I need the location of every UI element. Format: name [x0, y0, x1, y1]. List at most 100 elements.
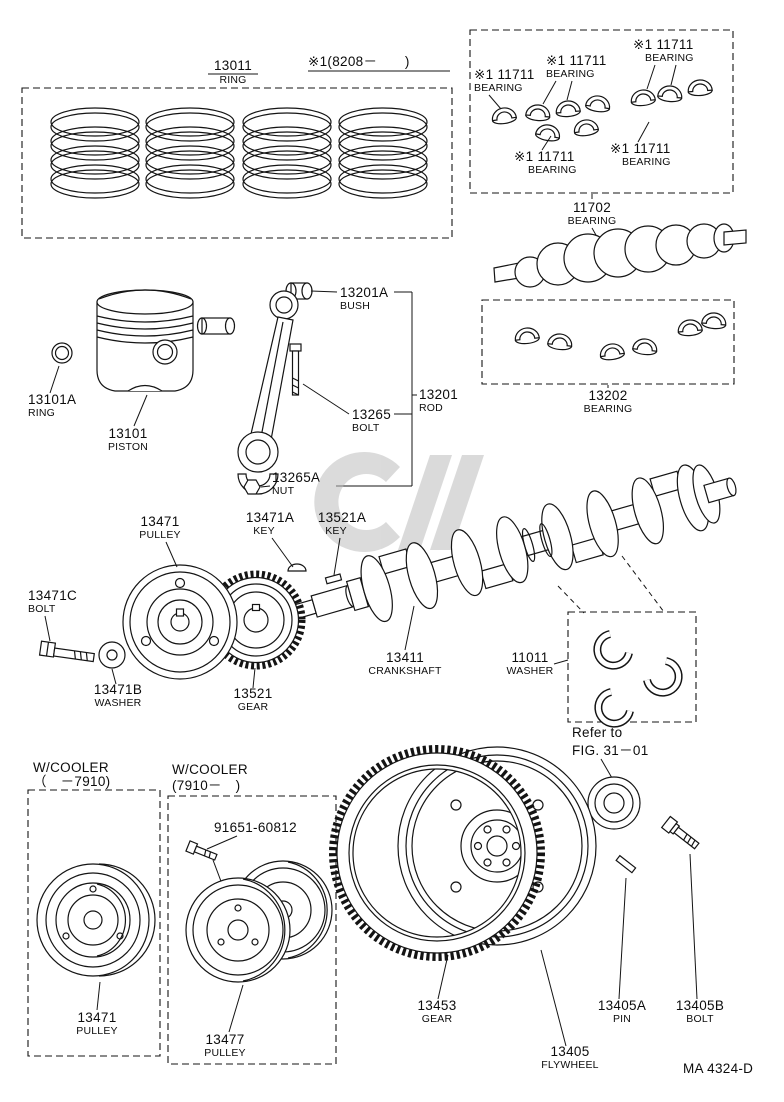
piston-drawing: [96, 289, 236, 392]
label-13453: 13453 GEAR: [417, 954, 456, 1025]
part-name-13405a: PIN: [613, 1013, 631, 1025]
label-13201: 13201 ROD: [336, 291, 458, 487]
oil-seal-drawing: [587, 776, 641, 830]
thrust-washer-box: [557, 555, 697, 728]
watermark-logo: [314, 451, 484, 552]
label-13201a: 13201A BUSH: [310, 285, 388, 312]
part-number-13011: 13011: [214, 58, 252, 73]
label-11702: 11702 BEARING: [568, 194, 616, 245]
part-number-13405: 13405: [550, 1044, 589, 1059]
label-13471-cooler: 13471 PULLEY: [76, 981, 118, 1037]
cooler-bolt-drawing: [185, 840, 218, 861]
label-13101a: 13101A RING: [28, 365, 76, 419]
part-number-13265a: 13265A: [272, 470, 320, 485]
label-13411: 13411 CRANKSHAFT: [368, 605, 442, 677]
part-name-13201a: BUSH: [340, 300, 370, 312]
part-name-13405: FLYWHEEL: [541, 1059, 598, 1071]
part-name-13101: PISTON: [108, 441, 148, 453]
label-13101: 13101 PISTON: [108, 394, 148, 453]
part-number-13471-top: 13471: [140, 514, 179, 529]
part-number-11702: 11702: [573, 200, 611, 215]
label-13202: 13202 BEARING: [584, 385, 633, 415]
part-name-11711-1: BEARING: [474, 82, 523, 94]
part-number-13101a: 13101A: [28, 392, 76, 407]
part-number-13471b: 13471B: [94, 682, 142, 697]
part-number-13202: 13202: [588, 388, 627, 403]
part-number-13477: 13477: [205, 1032, 244, 1047]
part-name-13521a: KEY: [325, 525, 347, 537]
part-name-13265a: NUT: [272, 485, 295, 497]
label-13265: 13265 BOLT: [302, 383, 391, 434]
wcooler-late-box: [167, 795, 337, 1065]
label-91651: 91651-60812: [206, 820, 297, 850]
label-13471a: 13471A KEY: [246, 510, 294, 568]
part-name-13011: RING: [219, 74, 246, 86]
part-name-11711-3: BEARING: [645, 52, 694, 64]
label-13011: 13011 RING: [208, 58, 258, 86]
wcooler-late-line2: (7910－ ): [172, 778, 240, 793]
part-number-13411: 13411: [386, 650, 424, 665]
refer-note-line1: Refer to: [572, 725, 622, 740]
label-13405b: 13405B BOLT: [676, 853, 724, 1025]
straight-key-drawing: [324, 573, 343, 585]
part-name-13405b: BOLT: [686, 1013, 714, 1025]
ring-gear-drawing: [329, 745, 545, 961]
bearing-box-11711: [469, 29, 734, 194]
wcooler-late-pulleys-drawing: [185, 860, 333, 983]
pulley-bolt-drawing: [38, 640, 95, 663]
part-name-13411: CRANKSHAFT: [368, 665, 442, 677]
part-number-13521: 13521: [233, 686, 272, 701]
part-name-13453: GEAR: [422, 1013, 453, 1025]
pulley-washer-drawing: [98, 641, 126, 669]
part-number-13471a: 13471A: [246, 510, 294, 525]
part-number-11711-3: ※1 11711: [633, 37, 694, 52]
crankshaft-assembly-drawing: [493, 223, 747, 288]
part-name-11711-5: BEARING: [622, 156, 671, 168]
wcooler-early-header: W/COOLER （ －7910): [33, 760, 110, 789]
part-number-11011: 11011: [511, 650, 548, 665]
part-name-13471-top: PULLEY: [139, 529, 180, 541]
refer-note-line2: FIG. 31－01: [572, 743, 649, 758]
wcooler-early-line2: （ －7910): [33, 774, 110, 789]
part-name-13471a: KEY: [253, 525, 275, 537]
label-top-note: ※1(8208－ ): [308, 54, 450, 72]
label-13471b: 13471B WASHER: [94, 668, 142, 709]
label-13521a: 13521A KEY: [318, 510, 366, 576]
part-number-11711-2: ※1 11711: [546, 53, 607, 68]
part-number-13101: 13101: [108, 426, 147, 441]
part-number-13521a: 13521A: [318, 510, 366, 525]
part-number-13405a: 13405A: [598, 998, 646, 1013]
part-name-13471b: WASHER: [95, 697, 142, 709]
label-13471-top: 13471 PULLEY: [139, 514, 181, 568]
snap-ring-drawing: [51, 342, 73, 364]
refer-note: Refer to FIG. 31－01: [572, 725, 649, 779]
label-13477: 13477 PULLEY: [204, 984, 246, 1059]
bearing-box-13202: [481, 299, 735, 385]
labels-11711: ※1 11711 BEARING ※1 11711 BEARING ※1 117…: [474, 37, 694, 176]
label-13405: 13405 FLYWHEEL: [540, 949, 599, 1071]
part-name-13477: PULLEY: [204, 1047, 245, 1059]
part-number-11711-4: ※1 11711: [514, 149, 575, 164]
part-name-11711-4: BEARING: [528, 164, 577, 176]
part-number-11711-1: ※1 11711: [474, 67, 535, 82]
wcooler-late-header: W/COOLER (7910－ ): [172, 762, 248, 793]
part-name-13201: ROD: [419, 402, 443, 414]
part-name-13101a: RING: [28, 407, 55, 419]
label-13265a: 13265A NUT: [260, 470, 320, 497]
woodruff-key-drawing: [287, 563, 307, 572]
part-name-11711-2: BEARING: [546, 68, 595, 80]
part-name-13471c: BOLT: [28, 603, 56, 615]
part-number-13453: 13453: [417, 998, 456, 1013]
part-name-13265: BOLT: [352, 422, 380, 434]
wcooler-late-line1: W/COOLER: [172, 762, 248, 777]
part-name-11011: WASHER: [507, 665, 554, 677]
label-13471c: 13471C BOLT: [28, 588, 77, 642]
part-name-13202: BEARING: [584, 403, 633, 415]
flywheel-bolt-drawing: [660, 815, 700, 850]
part-number-13471c: 13471C: [28, 588, 77, 603]
part-number-13405b: 13405B: [676, 998, 724, 1013]
piston-ring-sets: [50, 107, 428, 199]
part-number-13265: 13265: [352, 407, 391, 422]
